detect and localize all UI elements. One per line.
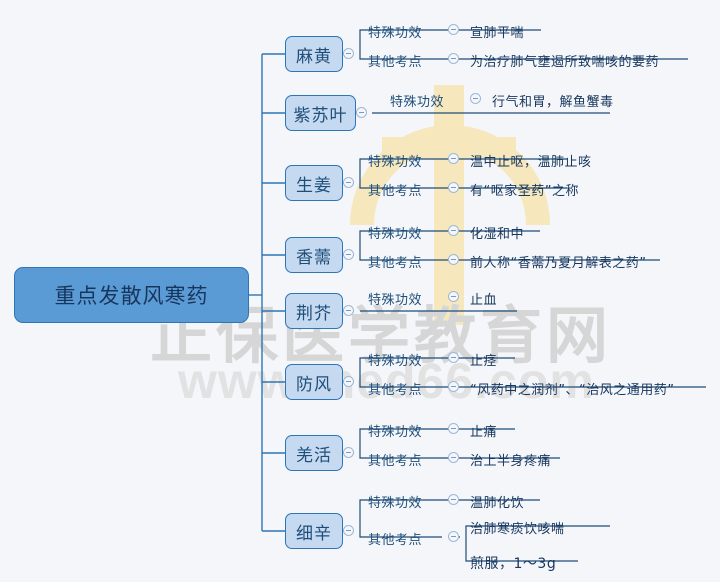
leaf-label-xiangru-1: 其他考点 [368, 256, 423, 271]
leaf-value-fangfeng-1: “风药中之润剂”、“治风之通用药” [470, 383, 675, 398]
collapse-icon-xiangru[interactable] [343, 249, 354, 260]
collapse-icon-xixin-1[interactable] [448, 531, 459, 542]
leaf-value-shengjiang-0: 温中止呕，温肺止咳 [470, 155, 592, 170]
collapse-icon-qianghuo[interactable] [343, 447, 354, 458]
branch-node-qianghuo[interactable]: 羌活 [285, 435, 343, 471]
leaf-label-shengjiang-1: 其他考点 [368, 184, 423, 199]
leaf-label-qianghuo-1: 其他考点 [368, 454, 423, 469]
branch-node-label: 紫苏叶 [293, 105, 348, 126]
branch-node-mahuang[interactable]: 麻黄 [285, 36, 343, 72]
collapse-icon-xixin-0[interactable] [448, 494, 459, 505]
branch-node-label: 荆芥 [296, 303, 332, 324]
leaf-value-mahuang-1: 为治疗肺气壅遏所致喘咳的要药 [470, 55, 660, 70]
branch-node-shengjiang[interactable]: 生姜 [285, 165, 343, 201]
branch-node-label: 香薷 [296, 247, 332, 268]
collapse-icon-zisuye-0[interactable] [470, 93, 481, 104]
leaf-value-fangfeng-0: 止痉 [470, 354, 498, 369]
leaf-value-qianghuo-1: 治上半身疼痛 [470, 454, 552, 469]
collapse-icon-mahuang-1[interactable] [448, 53, 459, 64]
branch-node-label: 生姜 [296, 175, 332, 196]
collapse-icon-jingjie[interactable] [343, 305, 354, 316]
collapse-icon-fangfeng[interactable] [343, 376, 354, 387]
collapse-icon-mahuang-0[interactable] [448, 24, 459, 35]
leaf-value-xiangru-1: 前人称“香薷乃夏月解表之药” [470, 256, 647, 271]
leaf-value-xixin-0: 温肺化饮 [470, 496, 525, 511]
collapse-icon-fangfeng-0[interactable] [448, 352, 459, 363]
collapse-icon-fangfeng-1[interactable] [448, 381, 459, 392]
leaf-label-qianghuo-0: 特殊功效 [368, 425, 423, 440]
root-node[interactable]: 重点发散风寒药 [14, 267, 249, 323]
branch-node-label: 防风 [296, 374, 332, 395]
leaf-label-xixin-0: 特殊功效 [368, 496, 423, 511]
leaf-label-xixin-1: 其他考点 [368, 533, 423, 548]
leaf-value-mahuang-0: 宣肺平喘 [470, 26, 525, 41]
branch-node-xixin[interactable]: 细辛 [285, 513, 343, 549]
branch-node-xiangru[interactable]: 香薷 [285, 237, 343, 273]
leaf-value-jingjie-0: 止血 [470, 293, 498, 308]
leaf-value-shengjiang-1: 有“呕家圣药”之称 [470, 184, 579, 199]
leaf-label-mahuang-0: 特殊功效 [368, 26, 423, 41]
leaf-label-mahuang-1: 其他考点 [368, 55, 423, 70]
branch-node-label: 羌活 [296, 445, 332, 466]
leaf-value-zisuye-0: 行气和胃，解鱼蟹毒 [492, 95, 614, 110]
leaf-label-xiangru-0: 特殊功效 [368, 227, 423, 242]
leaf-label-zisuye-0: 特殊功效 [390, 95, 445, 110]
collapse-icon-shengjiang[interactable] [343, 177, 354, 188]
collapse-icon-xixin[interactable] [343, 525, 354, 536]
leaf-label-jingjie-0: 特殊功效 [368, 293, 423, 308]
leaf-value-xiangru-0: 化湿和中 [470, 227, 525, 242]
collapse-icon-xiangru-0[interactable] [448, 225, 459, 236]
branch-node-label: 麻黄 [296, 46, 332, 67]
leaf-value-xixin-1-1: 煎服，1～3g [470, 556, 557, 572]
leaf-label-shengjiang-0: 特殊功效 [368, 155, 423, 170]
leaf-value-xixin-1-0: 治肺寒痰饮咳喘 [470, 522, 565, 537]
collapse-icon-zisuye[interactable] [356, 107, 367, 118]
root-node-label: 重点发散风寒药 [54, 284, 209, 308]
branch-node-jingjie[interactable]: 荆芥 [285, 293, 343, 329]
collapse-icon-shengjiang-0[interactable] [448, 153, 459, 164]
leaf-label-fangfeng-1: 其他考点 [368, 383, 423, 398]
collapse-icon-shengjiang-1[interactable] [448, 182, 459, 193]
branch-node-zisuye[interactable]: 紫苏叶 [285, 95, 356, 131]
leaf-label-fangfeng-0: 特殊功效 [368, 354, 423, 369]
collapse-icon-qianghuo-0[interactable] [448, 423, 459, 434]
branch-node-label: 细辛 [296, 523, 332, 544]
collapse-icon-xiangru-1[interactable] [448, 254, 459, 265]
collapse-icon-mahuang[interactable] [343, 48, 354, 59]
collapse-icon-jingjie-0[interactable] [448, 291, 459, 302]
leaf-value-qianghuo-0: 止痛 [470, 425, 498, 440]
branch-node-fangfeng[interactable]: 防风 [285, 364, 343, 400]
collapse-icon-qianghuo-1[interactable] [448, 452, 459, 463]
